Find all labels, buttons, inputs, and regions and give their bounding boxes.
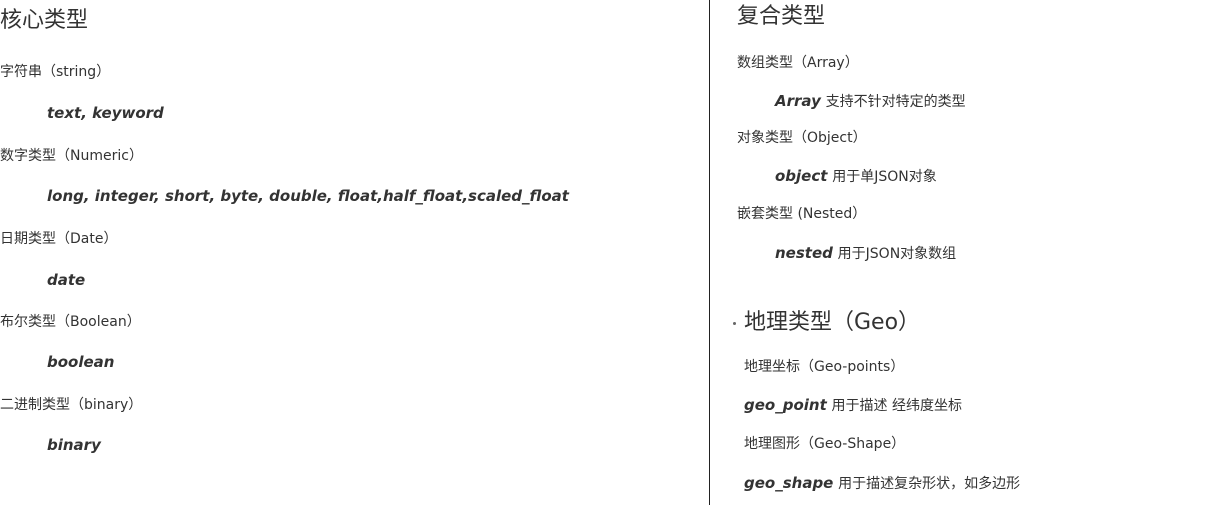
array-type-values: Array 支持不针对特定的类型 [775,92,966,110]
nested-type-label: 嵌套类型 (Nested） [737,206,867,222]
date-type-values: date [47,271,86,289]
object-type-label: 对象类型（Object） [737,130,867,146]
string-type-label: 字符串（string） [0,64,111,80]
geo-point-values: geo_point 用于描述 经纬度坐标 [744,396,962,414]
numeric-type-values: long, integer, short, byte, double, floa… [47,187,569,205]
object-type-values: object 用于单JSON对象 [775,167,937,185]
boolean-type-values: boolean [47,353,115,371]
complex-types-heading: 复合类型 [737,4,826,29]
numeric-type-label: 数字类型（Numeric） [0,148,143,164]
string-type-values: text, keyword [47,104,164,122]
binary-type-values: binary [47,436,101,454]
binary-type-label: 二进制类型（binary） [0,397,143,413]
array-type-label: 数组类型（Array） [737,55,859,71]
nested-type-values: nested 用于JSON对象数组 [775,244,957,262]
geo-shape-values: geo_shape 用于描述复杂形状，如多边形 [744,474,1021,492]
column-divider [709,0,710,505]
date-type-label: 日期类型（Date） [0,231,118,247]
geo-bullet-icon [733,322,736,325]
geo-types-heading: 地理类型（Geo） [744,310,921,335]
boolean-type-label: 布尔类型（Boolean） [0,314,141,330]
core-types-heading: 核心类型 [0,8,89,33]
geo-points-label: 地理坐标（Geo-points） [744,359,905,375]
geo-shape-label: 地理图形（Geo-Shape） [744,436,906,452]
